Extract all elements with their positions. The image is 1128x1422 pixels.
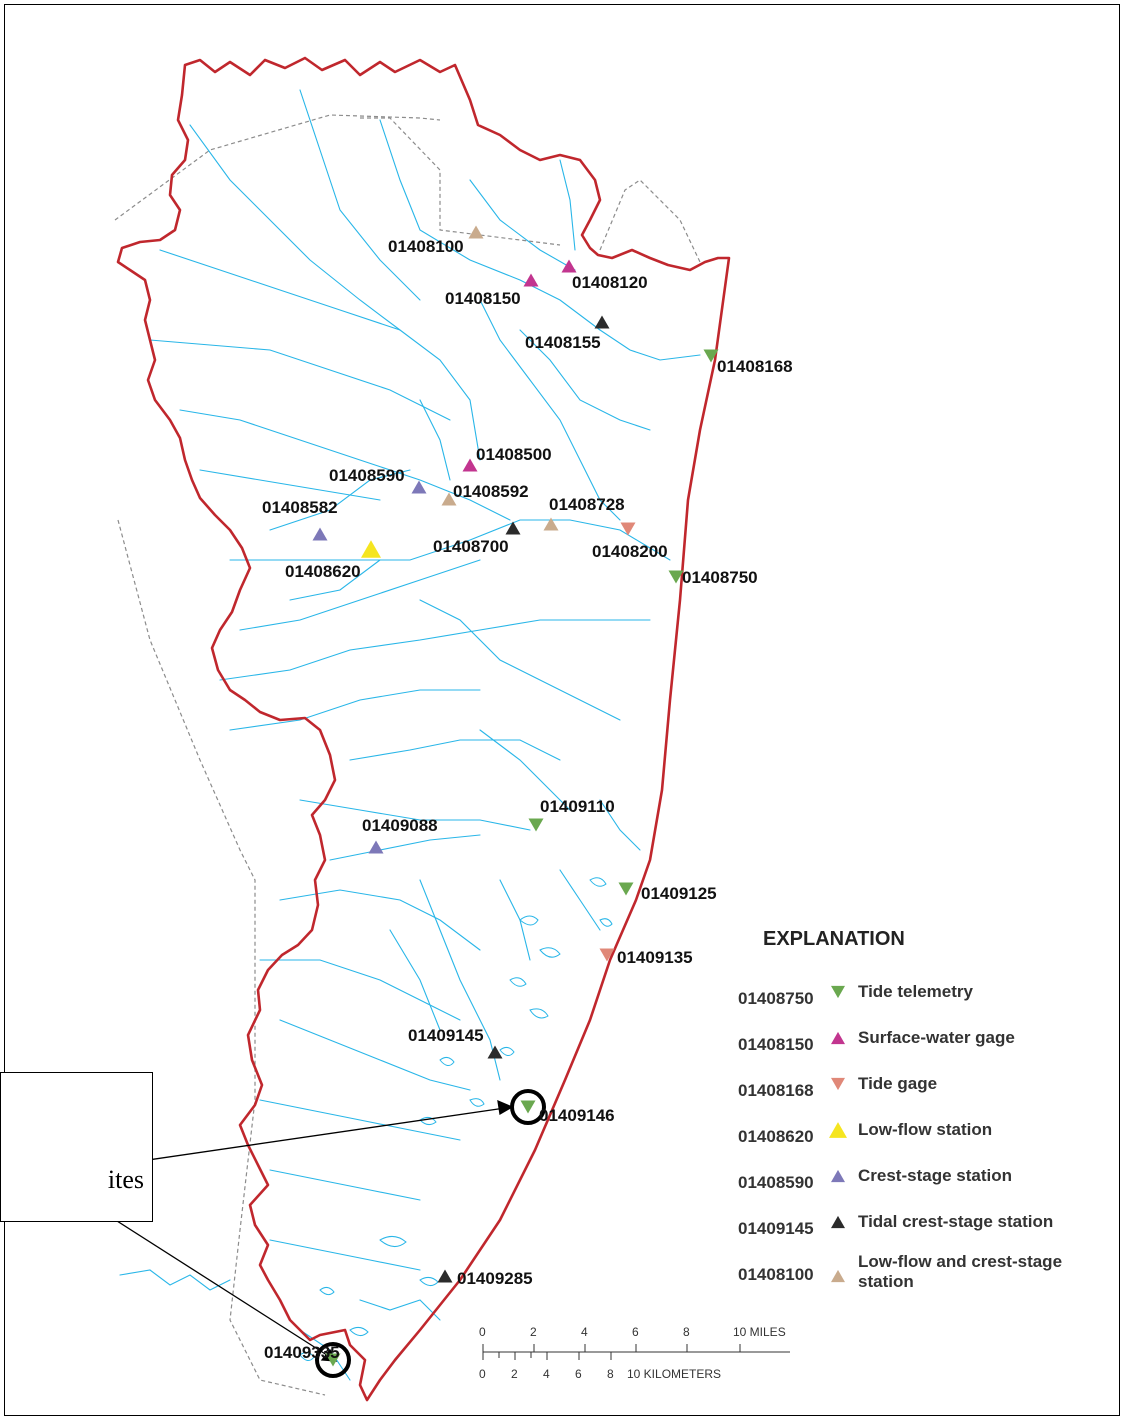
station-marker-01408728[interactable]	[543, 517, 559, 531]
scale-miles-unit: 10 MILES	[733, 1325, 786, 1339]
legend-items: 01408750 Tide telemetry 01408150 Surface-wa…	[738, 982, 1062, 1291]
station-marker-01409135[interactable]	[599, 948, 615, 962]
legend-label-crest: Crest-stage station	[858, 1166, 1012, 1185]
station-label-01408590: 01408590	[329, 466, 405, 485]
legend-marker-lowflow_crest	[831, 1269, 845, 1283]
station-marker-01409088[interactable]	[368, 840, 384, 854]
highlight-circles	[315, 1089, 546, 1378]
station-label-01408100: 01408100	[388, 237, 464, 256]
station-marker-01409285[interactable]	[437, 1269, 453, 1283]
watershed-boundary	[116, 56, 731, 1402]
marsh-islands	[299, 877, 613, 1361]
legend: EXPLANATION 01408750 Tide telemetry 014081…	[738, 928, 1062, 1291]
station-marker-01408620[interactable]	[361, 540, 381, 558]
station-marker-01408590[interactable]	[411, 480, 427, 494]
legend-marker-tide_telemetry	[831, 985, 845, 999]
station-label-01409145: 01409145	[408, 1026, 484, 1045]
scale-mile-label: 8	[683, 1325, 690, 1339]
station-label-01408500: 01408500	[476, 445, 552, 464]
station-label-01409088: 01409088	[362, 816, 438, 835]
station-label-01409335: 01409335	[264, 1343, 340, 1362]
legend-id-01408620: 01408620	[738, 1127, 814, 1146]
station-marker-01408155[interactable]	[594, 315, 610, 329]
legend-marker-surface	[831, 1031, 845, 1045]
station-marker-01408120[interactable]	[561, 259, 577, 273]
scale-km-label: 0	[479, 1367, 486, 1381]
scale-mile-label: 2	[530, 1325, 537, 1339]
map-frame	[4, 4, 1120, 1416]
station-marker-01408750[interactable]	[668, 570, 684, 584]
station-marker-01408500[interactable]	[462, 458, 478, 472]
station-label-01408728: 01408728	[549, 495, 625, 514]
legend-marker-tidal_crest	[831, 1215, 845, 1229]
callout-text: ites	[107, 1165, 144, 1194]
station-marker-01408592[interactable]	[441, 492, 457, 506]
callout-box: ites	[0, 1072, 153, 1222]
legend-label-tide_gage: Tide gage	[858, 1074, 937, 1093]
legend-marker-tide_gage	[831, 1077, 845, 1091]
legend-id-01408750: 01408750	[738, 989, 814, 1008]
station-label-01408592: 01408592	[453, 482, 529, 501]
highlight-circle-01409335	[315, 1342, 351, 1378]
station-label-01409110: 01409110	[540, 797, 615, 816]
scale-km-label: 2	[511, 1367, 518, 1381]
legend-label-lowflow: Low-flow station	[858, 1120, 992, 1139]
legend-id-01408150: 01408150	[738, 1035, 814, 1054]
legend-label-lowflow_crest: station	[858, 1272, 914, 1291]
station-marker-01409125[interactable]	[618, 882, 634, 896]
station-label-01409135: 01409135	[617, 948, 693, 967]
station-label-01409125: 01409125	[641, 884, 717, 903]
scale-km-label: 6	[575, 1367, 582, 1381]
station-label-01408150: 01408150	[445, 289, 521, 308]
station-label-01409285: 01409285	[457, 1269, 533, 1288]
legend-id-01408590: 01408590	[738, 1173, 814, 1192]
station-label-01408750: 01408750	[682, 568, 758, 587]
highlight-circle-01409146	[510, 1089, 546, 1125]
legend-label-tidal_crest: Tidal crest-stage station	[858, 1212, 1053, 1231]
station-marker-01408100[interactable]	[468, 225, 484, 239]
station-label-01408620: 01408620	[285, 562, 361, 581]
legend-title: EXPLANATION	[763, 928, 905, 950]
station-marker-01408168[interactable]	[703, 349, 719, 363]
station-label-01408155: 01408155	[525, 333, 601, 352]
station-marker-01409335[interactable]	[325, 1353, 341, 1367]
station-marker-01408700[interactable]	[505, 521, 521, 535]
scale-mile-label: 4	[581, 1325, 588, 1339]
station-marker-01409146[interactable]	[520, 1100, 536, 1114]
station-label-01408700: 01408700	[433, 537, 509, 556]
scale-km-label: 4	[543, 1367, 550, 1381]
county-boundaries	[114, 114, 701, 1396]
scale-mile-label: 6	[632, 1325, 639, 1339]
scale-km-label: 8	[607, 1367, 614, 1381]
station-label-01408168: 01408168	[717, 357, 793, 376]
station-marker-01408150[interactable]	[523, 273, 539, 287]
scale-bar: 0 2 4 6 8 0 2 4 6 8 10 MILES 10 KILOMETERS	[479, 1325, 790, 1381]
legend-id-01409145: 01409145	[738, 1219, 814, 1238]
station-label-01408120: 01408120	[572, 273, 648, 292]
legend-label-surface: Surface-water gage	[858, 1028, 1015, 1047]
station-markers: 01408100 01408120 01408150 01408155 01408168…	[262, 225, 793, 1367]
station-label-01409146: 01409146	[539, 1106, 615, 1125]
station-marker-01408582[interactable]	[312, 527, 328, 541]
legend-marker-lowflow	[829, 1122, 847, 1138]
scale-km-unit: 10 KILOMETERS	[627, 1367, 721, 1381]
station-marker-01409145[interactable]	[487, 1045, 503, 1059]
station-marker-01409110[interactable]	[528, 818, 544, 832]
legend-id-01408168: 01408168	[738, 1081, 814, 1100]
station-label-01408200: 01408200	[592, 542, 668, 561]
legend-label-lowflow_crest: Low-flow and crest-stage	[858, 1252, 1062, 1271]
station-label-01408582: 01408582	[262, 498, 338, 517]
station-marker-01408200[interactable]	[620, 522, 636, 536]
legend-marker-crest	[831, 1169, 845, 1183]
scale-ticks: 0 2 4 6 8 0 2 4 6 8	[479, 1325, 741, 1381]
legend-id-01408100: 01408100	[738, 1265, 814, 1284]
legend-label-tide_telemetry: Tide telemetry	[858, 982, 974, 1001]
scale-mile-label: 0	[479, 1325, 486, 1339]
